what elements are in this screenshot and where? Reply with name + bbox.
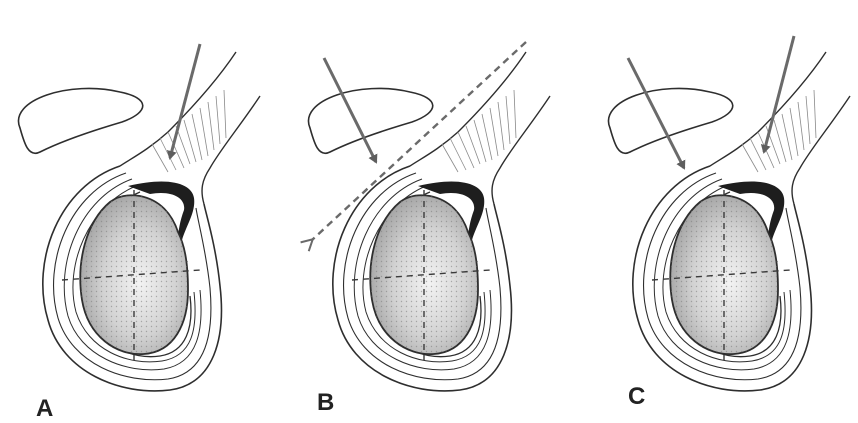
arrow-icon [628,58,684,168]
arrow-icon [764,36,794,152]
panel-label-a: A [36,395,53,422]
panel-label-c: C [628,383,645,410]
arrow-icon [324,58,376,162]
panel-b [308,42,550,391]
arrow-icon [170,44,200,158]
panel-c [608,36,850,391]
panel-label-b: B [317,389,334,416]
panel-a [18,44,260,391]
